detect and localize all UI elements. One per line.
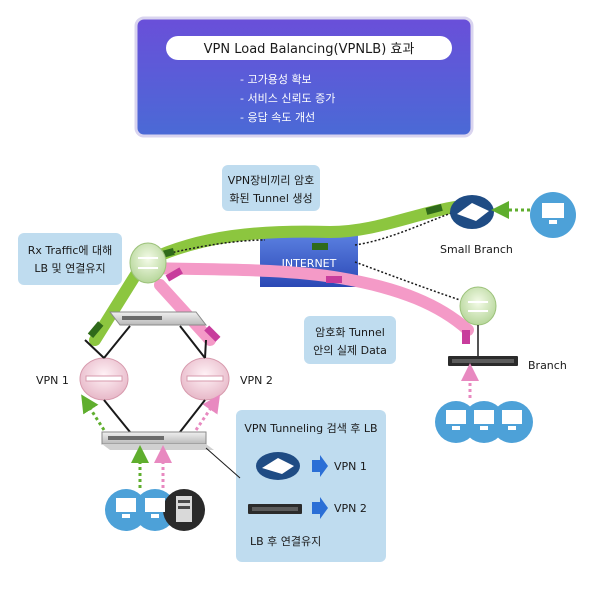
callout-rx-line: LB 및 연결유지 — [34, 262, 105, 275]
green-flow-arrow — [81, 394, 106, 431]
header-box: VPN Load Balancing(VPNLB) 효과 - 고가용성 확보 -… — [134, 16, 474, 138]
legend-box: VPN Tunneling 검색 후 LB VPN 1 VPN 2 LB 후 연… — [236, 410, 386, 562]
callout-tunnel: VPN장비끼리 암호 화된 Tunnel 생성 — [222, 165, 320, 211]
link-line — [84, 339, 207, 433]
header-bullet: - 서비스 신뢰도 증가 — [240, 92, 335, 105]
header-bullet: - 고가용성 확보 — [240, 73, 312, 86]
callout-tunnel-line: 화된 Tunnel 생성 — [229, 192, 312, 205]
hq-clients — [105, 489, 205, 531]
pink-packet — [204, 325, 221, 342]
pc-icon — [474, 410, 494, 430]
small-branch-client — [530, 192, 576, 238]
callout-rx-line: Rx Traffic에 대해 — [28, 243, 113, 257]
vpn1-appliance — [79, 357, 129, 401]
link-line — [205, 447, 241, 479]
vpn2-label: VPN 2 — [240, 374, 273, 387]
pink-flow-arrow — [194, 394, 221, 431]
green-tunnel — [139, 199, 476, 268]
pc-icon — [502, 410, 522, 430]
hq-router — [129, 242, 167, 284]
callout-rx: Rx Traffic에 대해 LB 및 연결유지 — [18, 233, 122, 285]
legend-vpn2: VPN 2 — [334, 502, 367, 515]
branch-clients — [435, 401, 533, 443]
hq-inner-load-balancer — [101, 431, 214, 450]
small-branch-label: Small Branch — [440, 243, 513, 256]
small-branch-router — [450, 195, 494, 229]
link-line — [103, 325, 206, 359]
pc-icon — [542, 203, 564, 224]
header-bullet: - 응답 속도 개선 — [240, 111, 315, 124]
pc-icon — [446, 410, 466, 430]
branch-router — [459, 286, 497, 326]
legend-vpn1: VPN 1 — [334, 460, 367, 473]
callout-data-line: 암호화 Tunnel — [315, 326, 385, 339]
branch-vpn-appliance — [448, 356, 518, 366]
callout-data-line: 안의 실제 Data — [313, 344, 387, 357]
router-icon — [256, 452, 300, 480]
vpn-appliance-icon — [248, 504, 302, 514]
legend-footer: LB 후 연결유지 — [250, 535, 321, 548]
pink-packet — [165, 267, 183, 282]
arrow-right-icon — [312, 455, 328, 477]
green-tunnel-branch — [89, 262, 146, 346]
legend-title: VPN Tunneling 검색 후 LB — [244, 422, 377, 435]
server-icon — [176, 496, 192, 522]
pc-icon — [116, 498, 136, 518]
internet-link-dotted — [149, 239, 461, 301]
header-title: VPN Load Balancing(VPNLB) 효과 — [204, 42, 415, 57]
green-packet — [425, 204, 443, 215]
hq-load-balancer — [108, 311, 208, 326]
vpn1-label: VPN 1 — [36, 374, 69, 387]
callout-data: 암호화 Tunnel 안의 실제 Data — [304, 316, 396, 364]
pink-packet — [462, 330, 470, 344]
green-packet — [312, 243, 328, 250]
vpn2-appliance — [180, 357, 230, 401]
arrow-right-icon — [312, 497, 328, 519]
green-packet — [87, 321, 104, 339]
branch-label: Branch — [528, 359, 567, 372]
pc-icon — [145, 498, 165, 518]
pink-packet — [326, 276, 342, 283]
callout-tunnel-line: VPN장비끼리 암호 — [228, 174, 315, 187]
